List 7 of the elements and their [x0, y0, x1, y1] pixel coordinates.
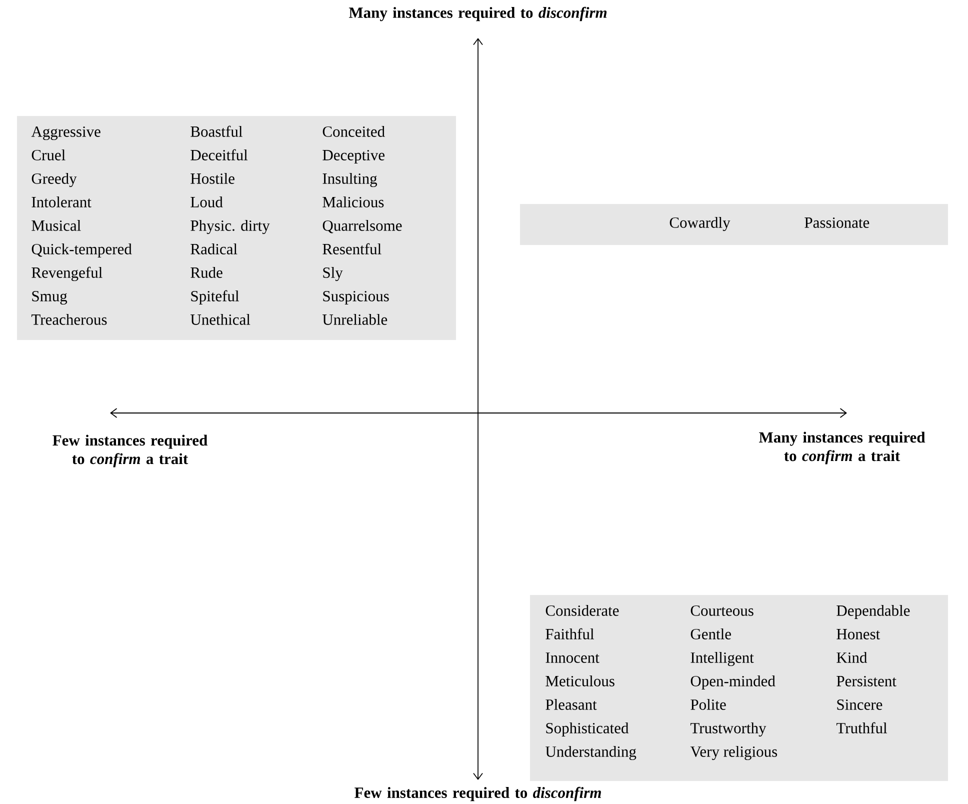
word-box: Cowardly Passionate	[520, 204, 948, 245]
word-box: Considerate Courteous Dependable Faithful Gentle Honest Innocent Intelligent Kind Meticulous Open-minded Persistent Pleasant Polite Sincere Sophisticated Trustworthy Truthful Understanding Very religious	[530, 595, 948, 781]
axis-label: Few instances required to confirm a trait	[52, 434, 208, 468]
axis-label: Few instances required to disconfirm	[354, 786, 601, 802]
axis-label: Many instances required to confirm a trait	[759, 432, 926, 464]
axis-label: Many instances required to disconfirm	[348, 6, 607, 22]
word-box: Aggressive Boastful Conceited Cruel Deceitful Deceptive Greedy Hostile Insulting Intolerant Loud Malicious Musical Physic. dirty Quarrelsome Quick-tempered Radical Resentful Revengeful Rude Sly Smug Spiteful Suspicious Treacherous Unethical Unreliable	[17, 116, 456, 340]
